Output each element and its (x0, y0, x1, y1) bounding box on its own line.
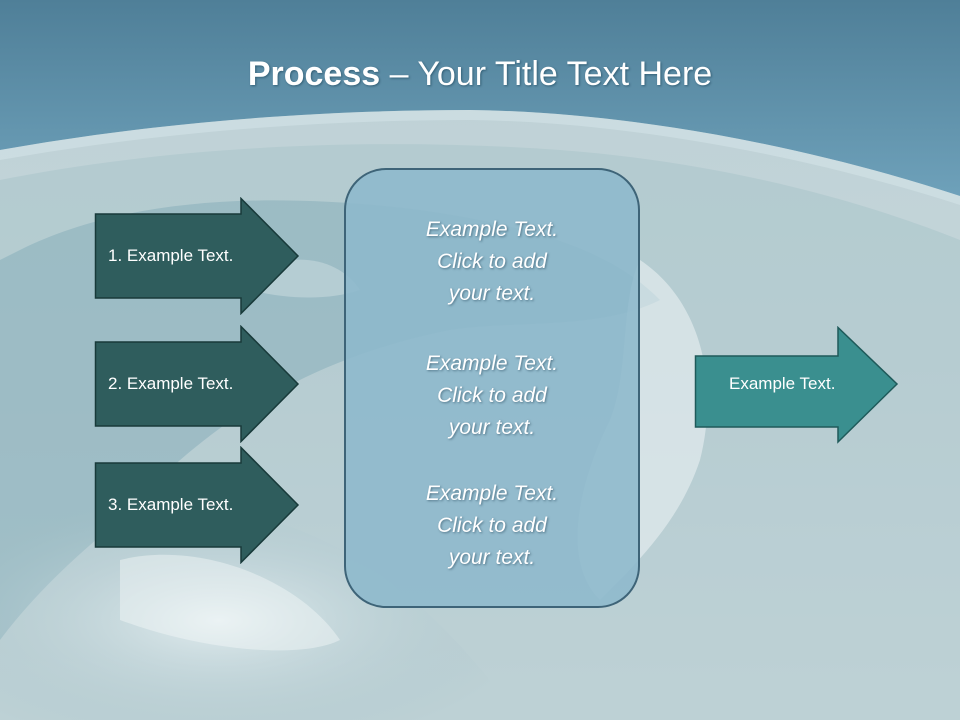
process-arrow-3[interactable]: 3. Example Text. (94, 446, 300, 564)
center-paragraph-3: Example Text. Click to add your text. (425, 482, 559, 569)
arrow-label: Example Text. (729, 374, 836, 393)
arrow-label: 3. Example Text. (108, 495, 234, 514)
process-arrow-1[interactable]: 1. Example Text. (94, 197, 300, 315)
title-bold: Process (247, 55, 381, 93)
title-rest: – Your Title Text Here (380, 55, 713, 93)
arrow-shape (94, 197, 300, 315)
center-paragraph-2: Example Text. Click to add your text. (425, 352, 559, 439)
arrow-shape (94, 446, 300, 564)
slide-title: Process – Your Title Text Here (0, 52, 960, 96)
process-arrow-2[interactable]: 2. Example Text. (94, 325, 300, 443)
result-arrow[interactable]: Example Text. (694, 326, 900, 444)
arrow-shape (694, 326, 899, 444)
center-paragraph-1: Example Text. Click to add your text. (425, 218, 559, 305)
arrow-label: 1. Example Text. (108, 246, 234, 265)
arrow-label: 2. Example Text. (108, 374, 234, 393)
center-text-box[interactable]: Example Text. Click to add your text. Ex… (344, 168, 640, 608)
arrow-shape (94, 325, 300, 443)
